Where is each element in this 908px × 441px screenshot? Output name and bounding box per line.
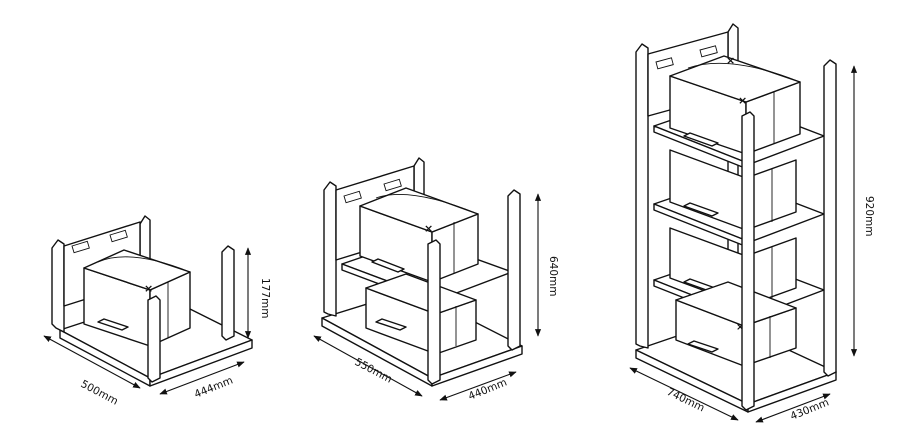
post-back-left: [323, 181, 337, 317]
rack-small: × 500mm 444mm 177mm: [43, 215, 271, 408]
dim-depth-label: 430mm: [789, 396, 831, 422]
svg-text:×: ×: [726, 54, 735, 67]
dim-depth-label: 440mm: [467, 376, 509, 402]
dim-depth-label: 444mm: [193, 374, 235, 400]
battery-module-top: × ×: [669, 54, 801, 155]
svg-text:×: ×: [738, 94, 747, 107]
dim-height-label: 920mm: [863, 196, 875, 237]
dim-depth-line: [755, 393, 831, 423]
dim-height-label: 640mm: [547, 256, 559, 297]
module-handle: [97, 318, 129, 331]
svg-text:×: ×: [424, 222, 433, 235]
rack-medium: × 550mm 440mm 640mm: [313, 157, 559, 403]
dim-width-line: [629, 367, 739, 421]
dim-width-label: 500mm: [79, 378, 120, 408]
post-front-left: [427, 239, 441, 385]
post-back-left: [51, 239, 65, 333]
post-front-left: [147, 295, 161, 383]
post-front-right: [221, 245, 235, 341]
post-front-left: [741, 111, 755, 411]
post-front-right: [823, 59, 837, 377]
rack-large: × × ×: [629, 23, 875, 423]
dim-width-line: [43, 335, 141, 389]
dim-depth-line: [439, 371, 517, 401]
battery-module-2: [669, 149, 797, 231]
dim-width-line: [313, 335, 423, 397]
dim-depth-line: [159, 361, 245, 395]
svg-text:×: ×: [736, 322, 744, 333]
post-back-left: [635, 43, 649, 349]
svg-text:×: ×: [144, 282, 153, 295]
dim-width-label: 740mm: [665, 386, 707, 415]
dim-height-label: 177mm: [259, 278, 271, 319]
post-front-right: [507, 189, 521, 351]
battery-module-upper: ×: [359, 187, 479, 283]
